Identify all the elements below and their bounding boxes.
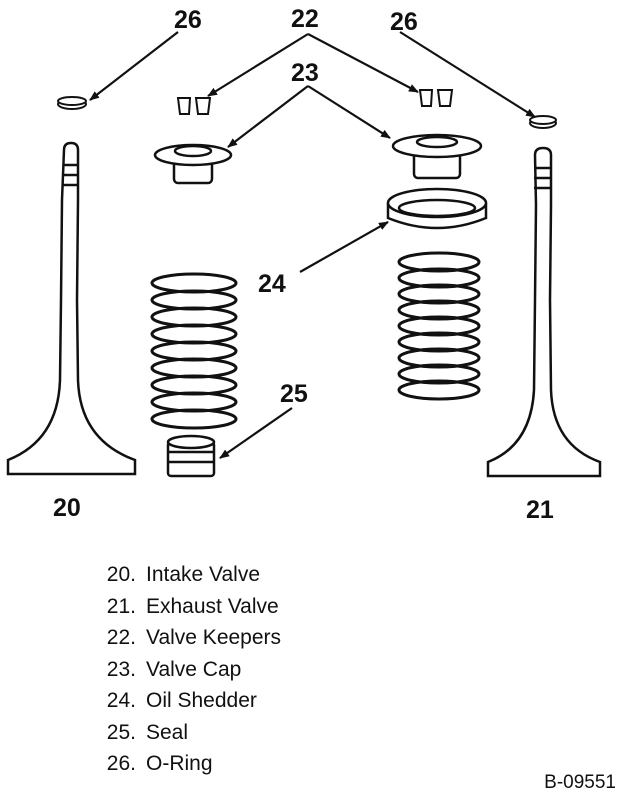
exhaust-valve (486, 146, 602, 478)
callout-25: 25 (280, 380, 308, 408)
callout-24: 24 (258, 270, 286, 298)
intake-valve (6, 141, 137, 476)
valve-spring-right (397, 251, 481, 401)
legend-number: 25. (106, 720, 136, 744)
callout-20: 20 (53, 494, 81, 522)
callout-26-right: 26 (390, 8, 418, 36)
legend-number: 23. (106, 657, 136, 681)
callout-26-left: 26 (174, 6, 202, 34)
legend-item: 26. O-Ring (86, 752, 281, 784)
legend-number: 20. (106, 563, 136, 586)
legend-label: Seal (146, 720, 189, 744)
legend-label: Intake Valve (146, 563, 261, 586)
figure-code: B-09551 (544, 772, 616, 793)
valve-keepers-left (176, 97, 212, 115)
oil-shedder (386, 187, 488, 230)
legend-label: Valve Keepers (146, 626, 282, 649)
legend-label: Valve Cap (146, 657, 242, 681)
legend-number: 26. (106, 752, 136, 775)
valve-cap-left (153, 143, 233, 185)
legend-label: O-Ring (146, 752, 213, 775)
seal (166, 434, 216, 478)
o-ring-left (57, 96, 87, 110)
legend-item: 25. Seal (86, 721, 281, 753)
callout-21: 21 (526, 496, 554, 524)
valve-exploded-diagram: 26 22 26 23 24 25 20 21 (6, 5, 602, 524)
callout-23: 23 (291, 59, 319, 87)
legend-item: 24. Oil Shedder (86, 689, 281, 721)
legend-label: Exhaust Valve (146, 594, 279, 618)
valve-spring-left (150, 272, 238, 430)
legend-item: 21. Exhaust Valve (86, 595, 281, 627)
legend-item: 20. Intake Valve (86, 563, 281, 595)
legend-label: Oil Shedder (146, 689, 257, 712)
legend-number: 22. (106, 626, 136, 649)
valve-keepers-right (418, 89, 454, 107)
legend-item: 22. Valve Keepers (86, 626, 281, 658)
parts-legend: 20. Intake Valve 21. Exhaust Valve 22. V… (86, 563, 281, 784)
leader-lines (89, 31, 536, 459)
legend-item: 23. Valve Cap (86, 658, 281, 690)
o-ring-right (529, 115, 557, 129)
valve-cap-right (391, 133, 483, 180)
legend-number: 21. (106, 594, 136, 618)
legend-number: 24. (106, 689, 136, 712)
callout-22: 22 (291, 5, 319, 33)
